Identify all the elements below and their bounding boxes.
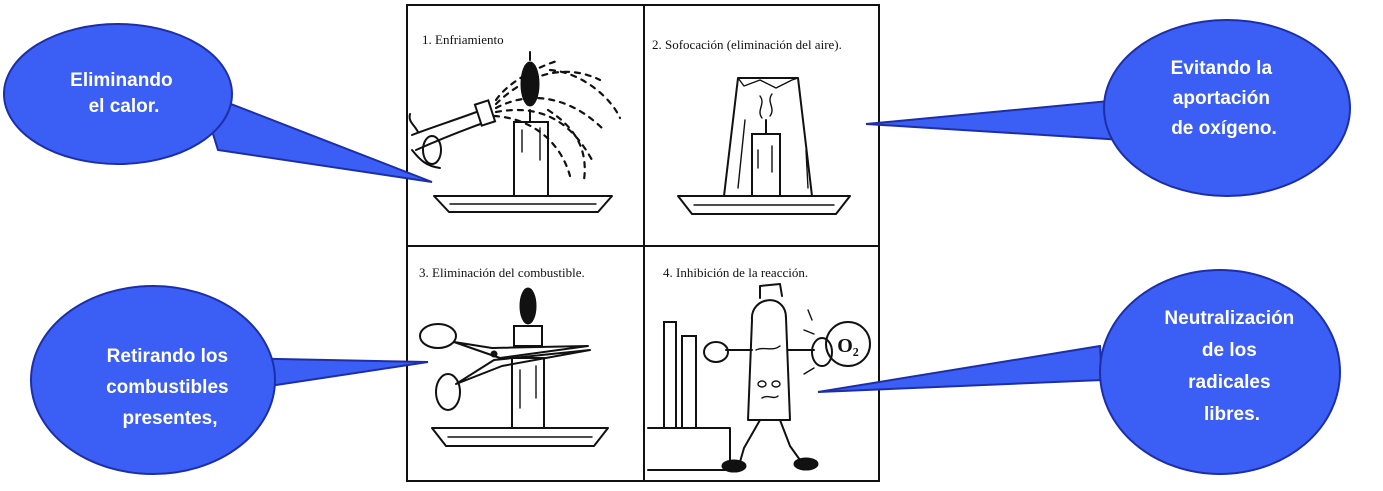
callout-line: Retirando los — [107, 346, 228, 367]
panel-4-illustration: O₂ — [647, 283, 871, 473]
svg-text:Retirando los combustibl: Retirando los combustibles presentes, — [106, 346, 234, 429]
oxygen-label: O₂ — [837, 335, 859, 357]
svg-text:Neutralización de los: Neutralización de los radicales libres. — [1164, 308, 1299, 425]
callout-line: combustibles — [106, 377, 228, 398]
candle-dish — [431, 427, 609, 447]
panel-3-illustration — [419, 287, 609, 447]
callout-retirando-combustibles: Retirando los combustibles presentes, — [30, 285, 429, 475]
panel-2-title: 2. Sofocación (eliminación del aire). — [652, 37, 842, 52]
table — [647, 321, 731, 471]
candle-icon — [751, 93, 781, 197]
callout-bubble — [3, 23, 233, 165]
figure-frame — [406, 4, 880, 482]
candle-dish — [433, 195, 613, 213]
water-spray — [492, 58, 622, 182]
callout-line: de los — [1202, 340, 1257, 361]
candle-icon — [511, 287, 545, 429]
candle-icon — [513, 51, 549, 197]
panel-4-title: 4. Inhibición de la reacción. — [663, 265, 808, 280]
oxygen-symbol-icon: O₂ — [803, 309, 871, 375]
water-hose-icon — [408, 99, 497, 169]
panel-1-illustration — [408, 51, 622, 213]
svg-text:Eliminando el calor.: Eliminando el calor. — [70, 70, 178, 117]
fire-extinguisher-icon — [703, 283, 833, 473]
callout-neutralizacion: Neutralización de los radicales libres. — [817, 269, 1341, 475]
callout-line: presentes, — [122, 408, 217, 429]
svg-text:Evitando la aportación: Evitando la aportación de oxígeno. — [1171, 58, 1278, 139]
panel-2-illustration — [677, 77, 851, 215]
callout-line: el calor. — [89, 96, 160, 117]
callout-line: aportación — [1173, 88, 1270, 109]
callout-pointer — [865, 98, 1126, 142]
callout-bubble — [1103, 19, 1351, 197]
panel-1-title: 1. Enfriamiento — [422, 32, 504, 47]
callout-pointer — [198, 90, 433, 183]
glass-cover-icon — [723, 77, 813, 197]
scissors-icon — [419, 323, 591, 411]
callout-line: radicales — [1188, 372, 1270, 393]
callout-line: Eliminando — [70, 70, 172, 91]
panel-3-title: 3. Eliminación del combustible. — [419, 265, 585, 280]
callout-line: Neutralización — [1164, 308, 1294, 329]
callout-line: de oxígeno. — [1171, 118, 1277, 139]
callout-bubble — [30, 285, 276, 475]
callout-line: libres. — [1204, 404, 1260, 425]
callout-evitando-oxigeno: Evitando la aportación de oxígeno. — [865, 19, 1351, 197]
callout-line: Evitando la — [1171, 58, 1273, 79]
callout-eliminando-el-calor: Eliminando el calor. — [3, 23, 433, 183]
callout-bubble — [1099, 269, 1341, 475]
